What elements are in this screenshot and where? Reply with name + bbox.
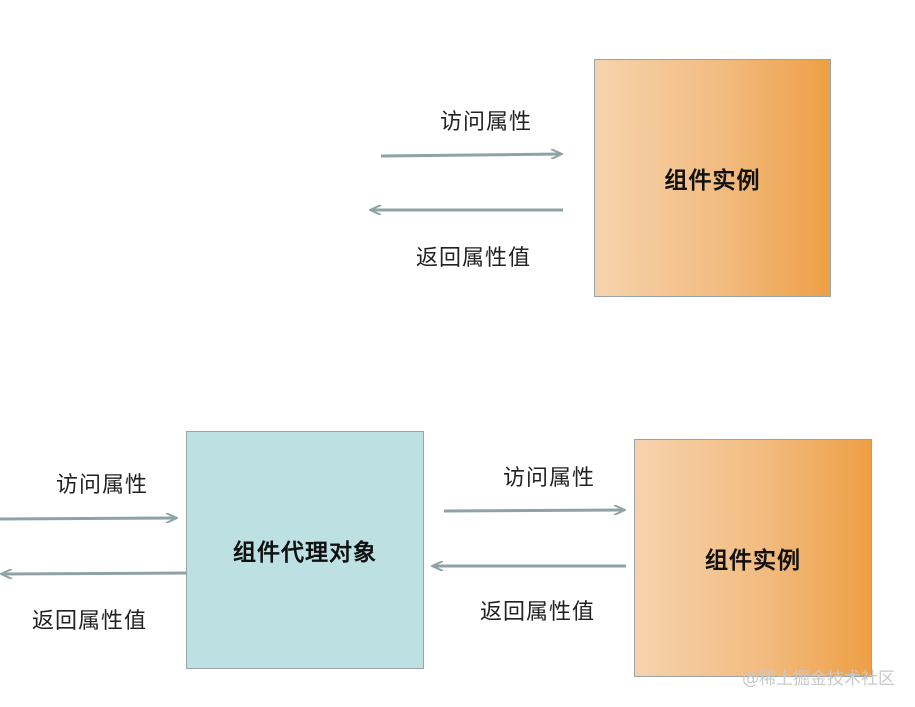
bottom-right-access-arrow	[443, 510, 624, 511]
bottom-left-access-label: 访问属性	[56, 473, 149, 498]
watermark: @稀土掘金技术社区	[742, 669, 895, 689]
top-instance-label: 组件实例	[664, 167, 761, 194]
bottom-instance-label: 组件实例	[705, 547, 801, 574]
bottom-left-return-arrow	[2, 573, 192, 574]
top-instance-box: 组件实例	[594, 59, 831, 297]
proxy-box: 组件代理对象	[186, 431, 424, 669]
bottom-left-return-label: 返回属性值	[32, 609, 148, 634]
bottom-right-return-label: 返回属性值	[480, 600, 596, 625]
bottom-left-access-arrow	[0, 518, 176, 519]
proxy-box-label: 组件代理对象	[233, 539, 377, 566]
top-access-label: 访问属性	[440, 110, 533, 135]
top-return-label: 返回属性值	[416, 246, 532, 271]
bottom-instance-box: 组件实例	[634, 439, 872, 677]
top-access-arrow	[380, 154, 561, 156]
bottom-right-access-label: 访问属性	[503, 466, 596, 491]
